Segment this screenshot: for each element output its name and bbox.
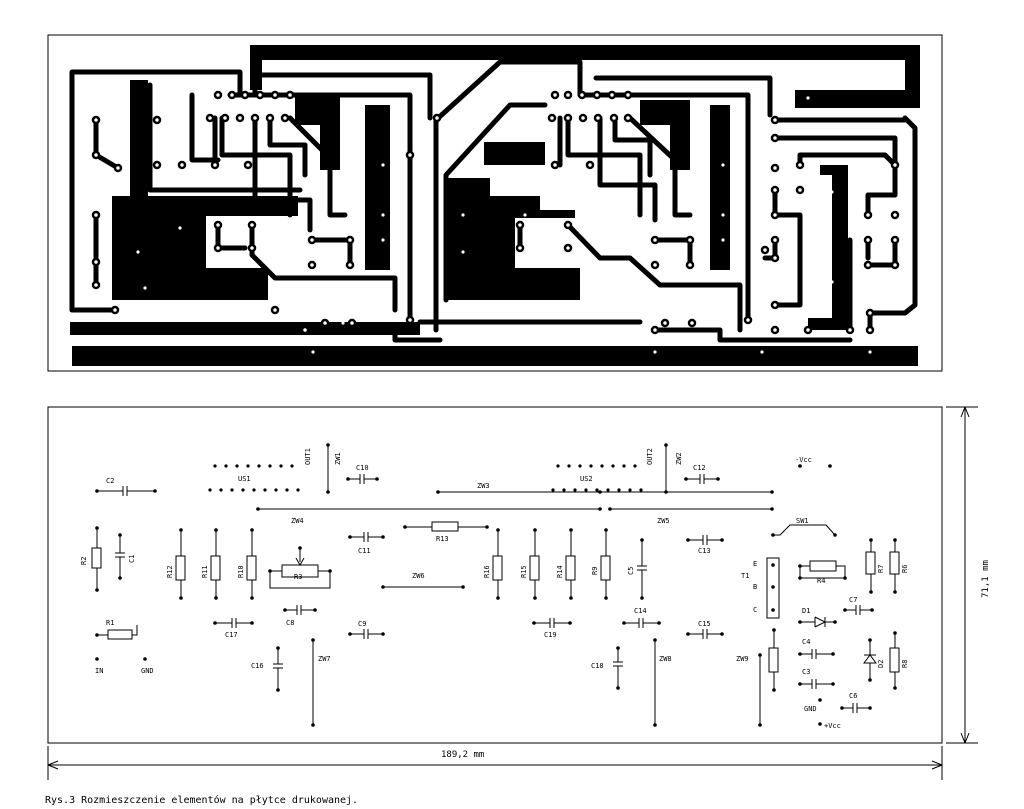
copper-pads <box>91 90 900 335</box>
label-c-pin: C <box>753 606 757 614</box>
label-c16: C16 <box>251 662 264 670</box>
label-c2: C2 <box>106 477 114 485</box>
label-c19: C19 <box>544 631 557 639</box>
label-r13: R13 <box>436 535 449 543</box>
label-zw8: ZW8 <box>659 655 672 663</box>
label-in: IN <box>95 667 103 675</box>
label-r10: R10 <box>237 565 245 578</box>
label-r2: R2 <box>80 557 88 565</box>
label-out1: OUT1 <box>304 448 312 465</box>
figure-caption: Rys.3 Rozmieszczenie elementów na płytce… <box>45 795 359 806</box>
label-d2: D2 <box>877 660 885 668</box>
component-labels: C2 R2 C1 R1 IN GND R12 R11 R10 ZW4 R3 C8… <box>80 448 909 730</box>
label-r1: R1 <box>106 619 114 627</box>
label-c6: C6 <box>849 692 857 700</box>
label-c9: C9 <box>358 620 366 628</box>
label-c3: C3 <box>802 668 810 676</box>
label-t1: T1 <box>741 572 749 580</box>
label-e: E <box>753 560 757 568</box>
copper-layout <box>47 34 943 372</box>
label-vcc-neg: -Vcc <box>795 456 812 464</box>
label-zw1: ZW1 <box>334 452 342 465</box>
label-zw6: ZW6 <box>412 572 425 580</box>
copper-fills <box>70 45 920 366</box>
label-c11: C11 <box>358 547 371 555</box>
copper-traces <box>69 59 918 343</box>
label-r11: R11 <box>201 565 209 578</box>
label-c12: C12 <box>693 464 706 472</box>
label-c15: C15 <box>698 620 711 628</box>
label-r4: R4 <box>817 577 825 585</box>
label-r3: R3 <box>294 573 302 581</box>
dimension-lines <box>47 406 978 780</box>
component-pins <box>95 443 897 727</box>
label-c8: C8 <box>286 619 294 627</box>
label-d1: D1 <box>802 607 810 615</box>
label-c18: C18 <box>591 662 604 670</box>
label-r6: R6 <box>901 565 909 573</box>
label-r16: R16 <box>483 565 491 578</box>
label-r12: R12 <box>166 565 174 578</box>
label-vcc-pos: +Vcc <box>824 722 841 730</box>
placement-board-outline <box>47 406 943 744</box>
label-zw2: ZW2 <box>675 452 683 465</box>
label-r7: R7 <box>877 565 885 573</box>
label-gnd-power: GND <box>804 705 817 713</box>
label-us1: US1 <box>238 475 251 483</box>
label-c4: C4 <box>802 638 810 646</box>
label-r9: R9 <box>591 567 599 575</box>
label-zw5: ZW5 <box>657 517 670 525</box>
label-c7: C7 <box>849 596 857 604</box>
label-r8: R8 <box>901 660 909 668</box>
label-r14: R14 <box>556 565 564 578</box>
width-dimension-label: 189,2 mm <box>441 750 484 760</box>
label-c10: C10 <box>356 464 369 472</box>
label-sw1: SW1 <box>796 517 809 525</box>
label-c17: C17 <box>225 631 238 639</box>
label-b: B <box>753 583 757 591</box>
label-zw4: ZW4 <box>291 517 304 525</box>
height-dimension-label: 71,1 mm <box>981 560 991 598</box>
label-c5: C5 <box>627 567 635 575</box>
label-out2: OUT2 <box>646 448 654 465</box>
label-zw9: ZW9 <box>736 655 749 663</box>
label-r15: R15 <box>520 565 528 578</box>
component-symbols <box>91 445 900 725</box>
label-us2: US2 <box>580 475 593 483</box>
component-layout: C2 R2 C1 R1 IN GND R12 R11 R10 ZW4 R3 C8… <box>47 406 991 780</box>
label-gnd-input: GND <box>141 667 154 675</box>
label-zw7: ZW7 <box>318 655 331 663</box>
copper-drill-dots <box>136 96 872 354</box>
label-zw3: ZW3 <box>477 482 490 490</box>
label-c14: C14 <box>634 607 647 615</box>
label-c1: C1 <box>128 555 136 563</box>
label-c13: C13 <box>698 547 711 555</box>
